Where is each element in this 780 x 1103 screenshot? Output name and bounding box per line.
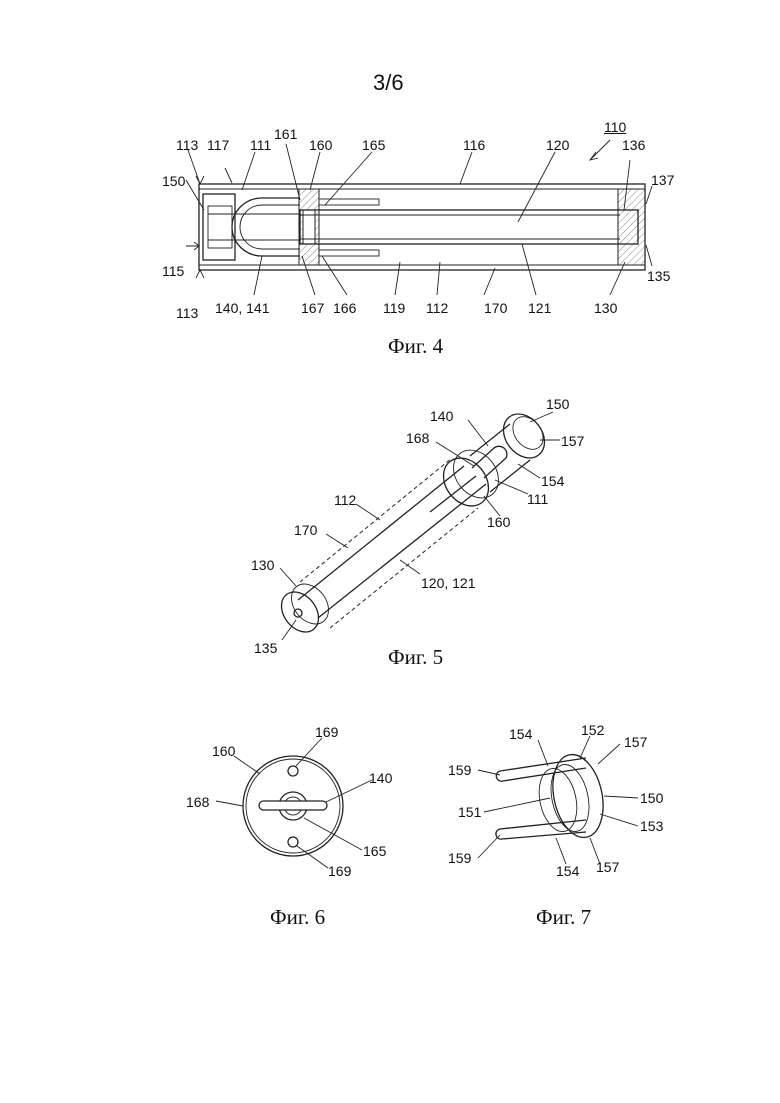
fig7-label: 154 [556, 864, 579, 878]
fig4-label: 150 [162, 174, 185, 188]
fig4-label: 161 [274, 127, 297, 141]
fig5-label: 168 [406, 431, 429, 445]
ring-160 [434, 449, 498, 515]
fig5-label: 157 [561, 434, 584, 448]
dashed-tube-bottom [330, 508, 478, 628]
fig7-label: 150 [640, 791, 663, 805]
fig6-label: 169 [328, 864, 351, 878]
fig5-label: 130 [251, 558, 274, 572]
fig4-label: 160 [309, 138, 332, 152]
fig6-label: 160 [212, 744, 235, 758]
fig4-label: 115 [162, 264, 184, 278]
fig4-label: 136 [622, 138, 645, 152]
fig4-label: 140, 141 [215, 301, 270, 315]
fig4-label: 111 [250, 138, 271, 152]
fig4-label: 135 [647, 269, 670, 283]
fig5-label: 170 [294, 523, 317, 537]
fin-bottom [319, 250, 379, 256]
fig5-label: 120, 121 [421, 576, 476, 590]
end-ring-150 [495, 406, 553, 466]
fig7-caption: Фиг. 7 [536, 906, 591, 928]
fig7-drawing [478, 736, 638, 864]
fig5-label: 135 [254, 641, 277, 655]
fig4-label: 113 [176, 306, 198, 320]
cage-arm-lower-tip [496, 829, 502, 839]
fig4-label: 166 [333, 301, 356, 315]
fig7-label: 157 [596, 860, 619, 874]
fig4-caption: Фиг. 4 [388, 335, 443, 357]
fig6-caption: Фиг. 6 [270, 906, 325, 928]
fig5-caption: Фиг. 5 [388, 646, 443, 668]
fig4-ref-110: 110 [604, 120, 626, 134]
left-end-hole [294, 609, 302, 617]
fig7-label: 159 [448, 851, 471, 865]
end-cap-hatched [618, 189, 645, 265]
dashed-tube-top [300, 458, 452, 582]
fig7-leaders [478, 736, 638, 864]
curved-heater [232, 198, 300, 256]
cage-bar-2 [490, 460, 530, 492]
fig4-label: 113 [176, 138, 198, 152]
outer-shell [199, 184, 645, 270]
hole-169-bottom [288, 837, 298, 847]
fig6-label: 140 [369, 771, 392, 785]
fig7-label: 159 [448, 763, 471, 777]
mouth-block-inner [208, 206, 232, 248]
fig4-label: 112 [426, 301, 448, 315]
fig6-label: 168 [186, 795, 209, 809]
cage-arm-upper-tip [496, 771, 503, 781]
fig4-label: 116 [463, 138, 485, 152]
fig7-label: 153 [640, 819, 663, 833]
fig5-label: 150 [546, 397, 569, 411]
fig4-label: 137 [651, 173, 674, 187]
fig4-label: 121 [528, 301, 551, 315]
fig5-label: 112 [334, 493, 356, 507]
fig4-label: 120 [546, 138, 569, 152]
fig4-label: 170 [484, 301, 507, 315]
arrow-115 [186, 242, 199, 250]
fig4-label: 165 [362, 138, 385, 152]
arrow-135 [646, 245, 652, 266]
curved-heater-inner [240, 205, 300, 249]
arrow-117 [225, 168, 232, 183]
fig7-label: 152 [581, 723, 604, 737]
arrow-137 [646, 186, 652, 204]
fig4-label: 119 [383, 301, 405, 315]
fig7-label: 154 [509, 727, 532, 741]
fig4-drawing [186, 140, 652, 295]
cage-arm-upper [500, 758, 586, 781]
fig5-label: 154 [541, 474, 564, 488]
cage-ring-150 [546, 750, 610, 842]
fig6-drawing [216, 738, 372, 868]
fig7-label: 157 [624, 735, 647, 749]
fig5-leaders [280, 412, 560, 640]
fig7-label: 151 [458, 805, 481, 819]
fig5-label: 111 [527, 492, 548, 506]
left-end-cap-rim [284, 577, 336, 631]
arrow-113-bottom [196, 270, 204, 278]
fig5-label: 140 [430, 409, 453, 423]
fig4-label: 167 [301, 301, 324, 315]
fig4-label: 130 [594, 301, 617, 315]
arrow-110 [590, 140, 610, 160]
slot-140 [259, 801, 327, 810]
fig4-label: 117 [207, 138, 229, 152]
hole-169-top [288, 766, 298, 776]
cage-arm-lower [500, 820, 586, 839]
fig6-label: 165 [363, 844, 386, 858]
fig5-label: 160 [487, 515, 510, 529]
left-end-cap [274, 585, 326, 639]
fig6-label: 169 [315, 725, 338, 739]
fig4-leaders [186, 144, 625, 295]
